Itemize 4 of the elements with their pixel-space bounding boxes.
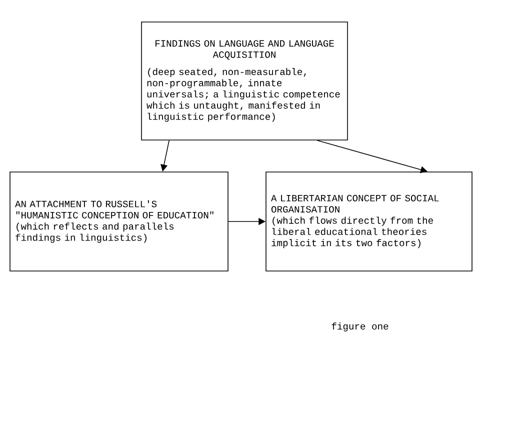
figure-caption: figure one [332, 322, 388, 332]
text-box: AN ATTACHMENT TO RUSSELL'S "HUMANISTIC CONCEPTION OF EDUCATION" (which reflects and parallels findings in linguistics) [10, 172, 228, 272]
text-box: FINDINGS ON LANGUAGE AND LANGUAGE ACQUISITION (deep seated, non-measurable, non-programmable, innate universals; a linguistic competence which is untaught, manifested in linguistic performance) [141, 22, 348, 140]
text-box: A LIBERTARIAN CONCEPT OF SOCIAL ORGANISATION (which flows directly from the liberal educational theories implicit in its two factors) [266, 172, 472, 272]
